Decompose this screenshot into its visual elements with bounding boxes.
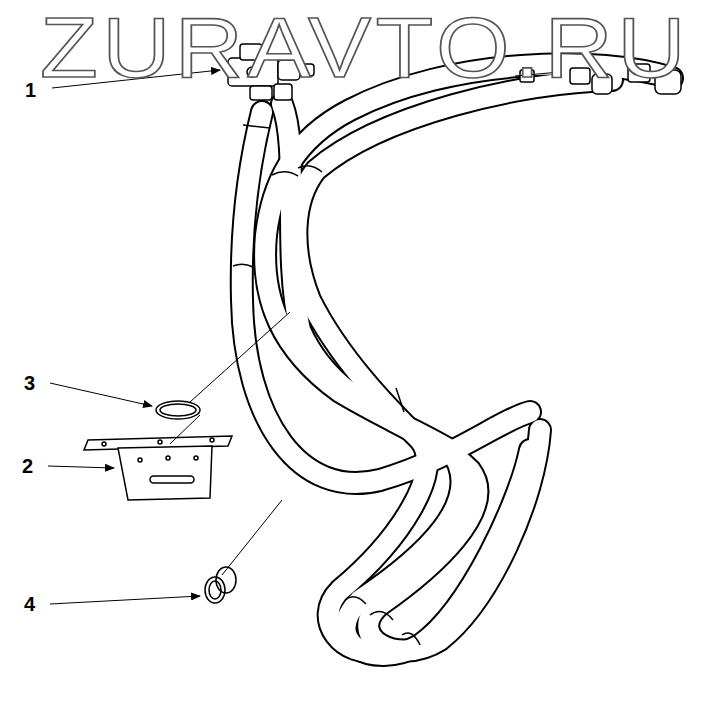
callout-number: 4 — [24, 594, 35, 614]
callout-number: 2 — [22, 456, 33, 476]
callout-number: 3 — [24, 373, 35, 393]
callout-number: 1 — [25, 80, 36, 100]
watermark: ZURAVTO.RU — [40, 4, 690, 90]
